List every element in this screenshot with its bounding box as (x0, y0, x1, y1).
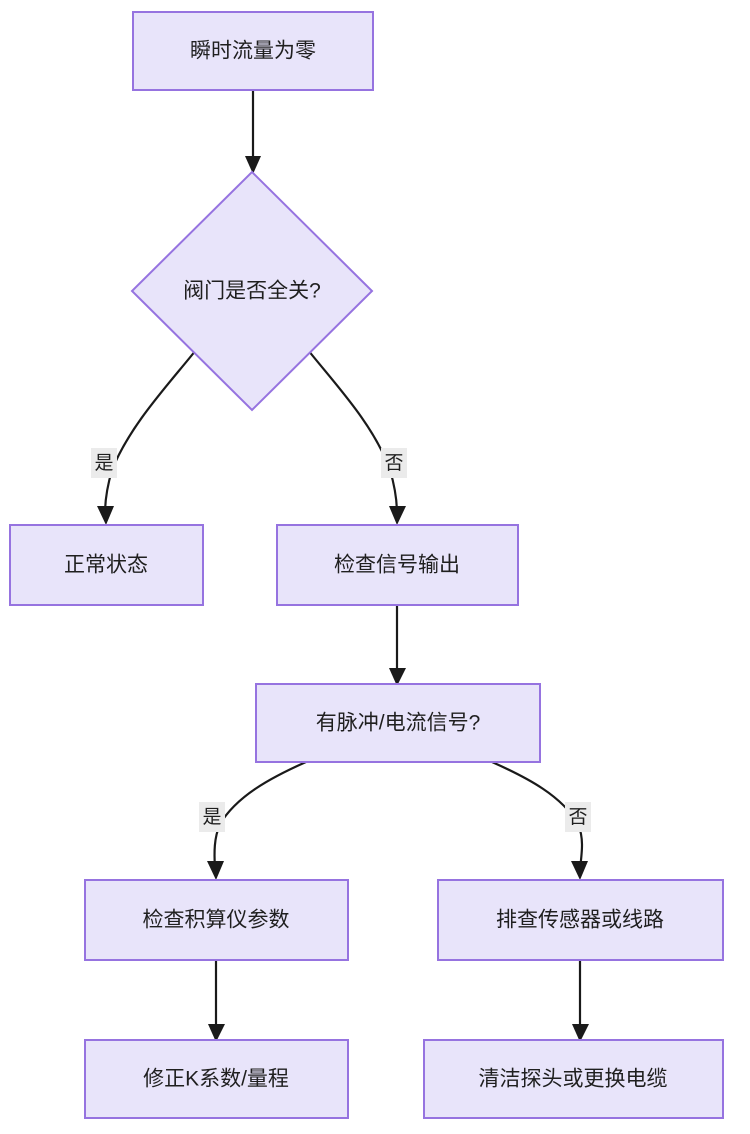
edge-start-to-valve-check (245, 90, 261, 174)
edge-label-text: 否 (384, 453, 403, 474)
edge-check-sensor-to-clean-probe (572, 960, 589, 1042)
edge-valve-check-to-normal-state (97, 349, 197, 525)
edge-label-bg (91, 448, 117, 478)
node-valve-check-shape[interactable] (130, 170, 374, 412)
node-layer: 瞬时流量为零 阀门是否全关? 正常状态 检查信号输出 有脉冲/电流信号? (9, 11, 724, 1119)
arrowhead-icon (97, 506, 114, 525)
node-valve-check[interactable]: 阀门是否全关? (130, 170, 374, 412)
node-fix-k-factor-shape[interactable] (84, 1039, 349, 1119)
edge-check-totalizer-to-fix-k-factor (208, 960, 225, 1042)
edge-label-bg (199, 802, 225, 832)
node-pulse-check[interactable]: 有脉冲/电流信号? (255, 683, 541, 763)
arrowhead-icon (389, 668, 406, 686)
node-normal-state-label: 正常状态 (64, 554, 148, 577)
node-check-totalizer-shape[interactable] (84, 879, 349, 961)
node-check-sensor-shape[interactable] (437, 879, 724, 961)
node-clean-probe-shape[interactable] (423, 1039, 724, 1119)
node-fix-k-factor[interactable]: 修正K系数/量程 (84, 1039, 349, 1119)
arrowhead-icon (208, 1024, 225, 1042)
node-clean-probe[interactable]: 清洁探头或更换电缆 (423, 1039, 724, 1119)
edge-label-text: 是 (94, 453, 113, 474)
arrowhead-icon (207, 861, 224, 880)
node-clean-probe-label: 清洁探头或更换电缆 (479, 1068, 668, 1091)
node-check-signal[interactable]: 检查信号输出 (276, 524, 519, 606)
edge-label-text: 否 (568, 807, 587, 828)
edge-label-layer: 是 否 是 否 (91, 448, 591, 832)
node-normal-state-shape[interactable] (9, 524, 204, 606)
edge-label-valve-yes: 是 (91, 448, 117, 478)
node-check-totalizer-label: 检查积算仪参数 (143, 909, 290, 932)
edge-label-valve-no: 否 (381, 448, 407, 478)
arrowhead-icon (245, 156, 261, 174)
node-check-sensor[interactable]: 排查传感器或线路 (437, 879, 724, 961)
edge-valve-check-to-check-signal (307, 349, 406, 525)
node-normal-state[interactable]: 正常状态 (9, 524, 204, 606)
node-start-shape[interactable] (132, 11, 374, 91)
edge-label-bg (565, 802, 591, 832)
node-start-label: 瞬时流量为零 (190, 40, 316, 63)
node-check-signal-shape[interactable] (276, 524, 519, 606)
edge-line (219, 760, 307, 825)
node-pulse-check-label: 有脉冲/电流信号? (316, 712, 481, 735)
edge-line (110, 349, 197, 471)
edge-line (307, 349, 392, 471)
arrowhead-icon (572, 1024, 589, 1042)
node-check-sensor-label: 排查传感器或线路 (496, 909, 664, 932)
edge-label-pulse-no: 否 (565, 802, 591, 832)
node-check-totalizer[interactable]: 检查积算仪参数 (84, 879, 349, 961)
node-check-signal-label: 检查信号输出 (334, 554, 460, 577)
node-valve-check-label: 阀门是否全关? (183, 280, 321, 303)
node-pulse-check-shape[interactable] (255, 683, 541, 763)
arrowhead-icon (571, 861, 588, 880)
edge-check-signal-to-pulse-check (389, 605, 406, 686)
edge-label-bg (381, 448, 407, 478)
edge-label-pulse-yes: 是 (199, 802, 225, 832)
node-fix-k-factor-label: 修正K系数/量程 (143, 1068, 289, 1091)
arrowhead-icon (389, 506, 406, 525)
node-start[interactable]: 瞬时流量为零 (132, 11, 374, 91)
edge-label-text: 是 (202, 807, 221, 828)
